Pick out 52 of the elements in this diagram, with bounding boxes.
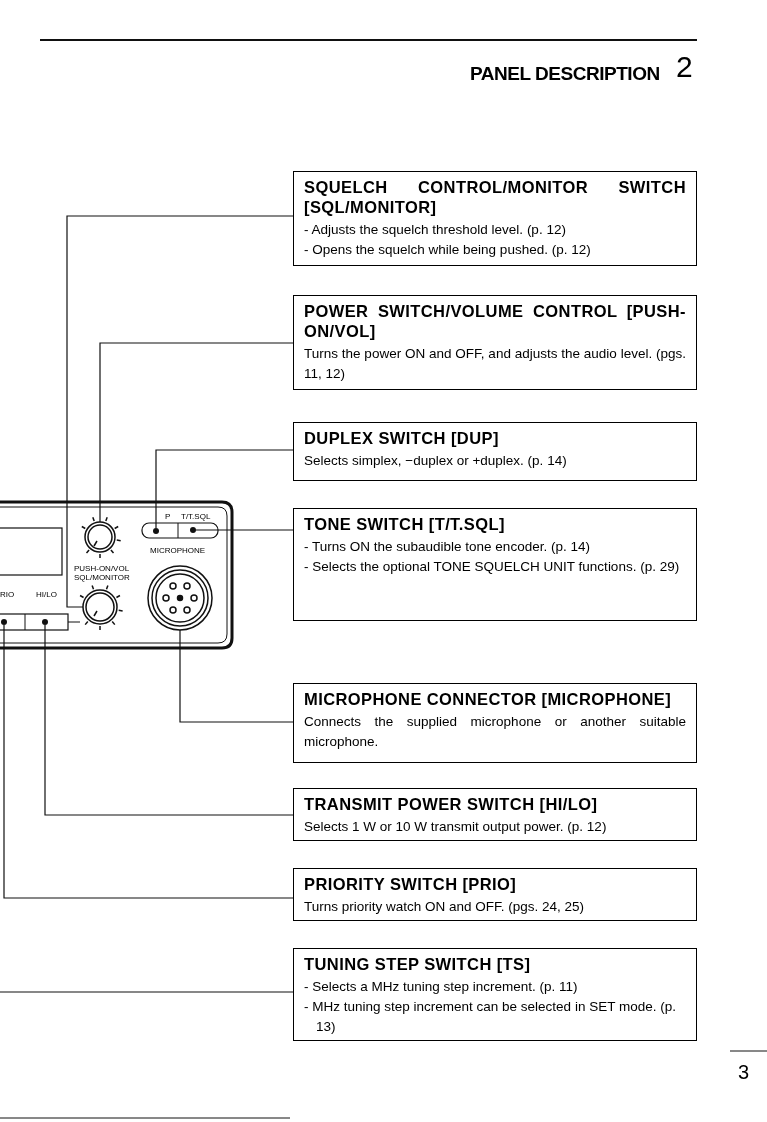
description-text: Selects 1 W or 10 W transmit output power. (p. 12) bbox=[304, 818, 608, 836]
switch-lever bbox=[42, 619, 48, 625]
description-text: Connects the supplied microphone or another suitable microphone. bbox=[304, 713, 686, 751]
switch-lever bbox=[1, 619, 7, 625]
panel-label: HI/LO bbox=[36, 591, 57, 599]
box-heading: DUPLEX SWITCH [DUP] bbox=[304, 428, 500, 448]
panel-label: P bbox=[165, 513, 171, 521]
description-text: Selects simplex, −duplex or +duplex. (p. 14) bbox=[304, 452, 568, 470]
box-heading: MICROPHONE CONNECTOR [MICROPHONE] bbox=[304, 689, 673, 709]
rotary-knob bbox=[81, 516, 122, 559]
section-number: 2 bbox=[676, 52, 693, 82]
description-box bbox=[293, 868, 697, 921]
leader-line bbox=[3, 624, 294, 899]
description-text: - MHz tuning step increment can be selected in SET mode. (p. 13) bbox=[304, 998, 677, 1036]
box-heading: PRIORITY SWITCH [PRIO] bbox=[304, 874, 518, 894]
microphone-connector bbox=[147, 565, 213, 631]
panel-label: MICROPHONE bbox=[150, 547, 206, 555]
box-heading: SQUELCH CONTROL/MONITOR SWITCH [SQL/MONITOR] bbox=[304, 177, 686, 217]
description-text: - Selects a MHz tuning step increment. (p. 11) bbox=[304, 978, 579, 996]
description-text: - Adjusts the squelch threshold level. (p. 12) bbox=[304, 221, 567, 239]
description-box bbox=[293, 948, 697, 1041]
description-box bbox=[293, 788, 697, 841]
description-box bbox=[293, 171, 697, 266]
panel-label: RIO bbox=[0, 591, 15, 599]
box-heading: TUNING STEP SWITCH [TS] bbox=[304, 954, 532, 974]
description-text: - Selects the optional TONE SQUELCH UNIT functions. (p. 29) bbox=[304, 558, 681, 576]
box-heading: TONE SWITCH [T/T.SQL] bbox=[304, 514, 506, 534]
description-box bbox=[293, 295, 697, 390]
leader-line bbox=[155, 449, 294, 529]
panel-label: T/T.SQL bbox=[181, 513, 211, 521]
leader-line bbox=[44, 624, 294, 816]
leader-line bbox=[0, 991, 294, 993]
box-heading: POWER SWITCH/VOLUME CONTROL [PUSH-ON/VOL] bbox=[304, 301, 686, 341]
switch-lever bbox=[153, 528, 159, 534]
panel-label: PUSH-ON/VOL bbox=[74, 565, 130, 573]
rotary-knob bbox=[79, 584, 124, 631]
leader-line bbox=[66, 215, 294, 608]
description-text: Turns the power ON and OFF, and adjusts the audio level. (pgs. 11, 12) bbox=[304, 345, 686, 383]
leader-line bbox=[99, 342, 294, 523]
page-title: PANEL DESCRIPTION bbox=[470, 62, 660, 86]
description-box bbox=[293, 422, 697, 481]
description-text: - Turns ON the subaudible tone encoder. (p. 14) bbox=[304, 538, 591, 556]
description-box bbox=[293, 683, 697, 763]
panel-label: SQL/MONITOR bbox=[74, 574, 130, 582]
switch-lever bbox=[190, 527, 196, 533]
box-heading: TRANSMIT POWER SWITCH [HI/LO] bbox=[304, 794, 599, 814]
description-text: Turns priority watch ON and OFF. (pgs. 24, 25) bbox=[304, 898, 586, 916]
description-box bbox=[293, 508, 697, 621]
leader-line bbox=[195, 529, 294, 531]
leader-line bbox=[179, 629, 294, 723]
description-text: - Opens the squelch while being pushed. (p. 12) bbox=[304, 241, 592, 259]
page-number: 3 bbox=[738, 1062, 750, 1082]
